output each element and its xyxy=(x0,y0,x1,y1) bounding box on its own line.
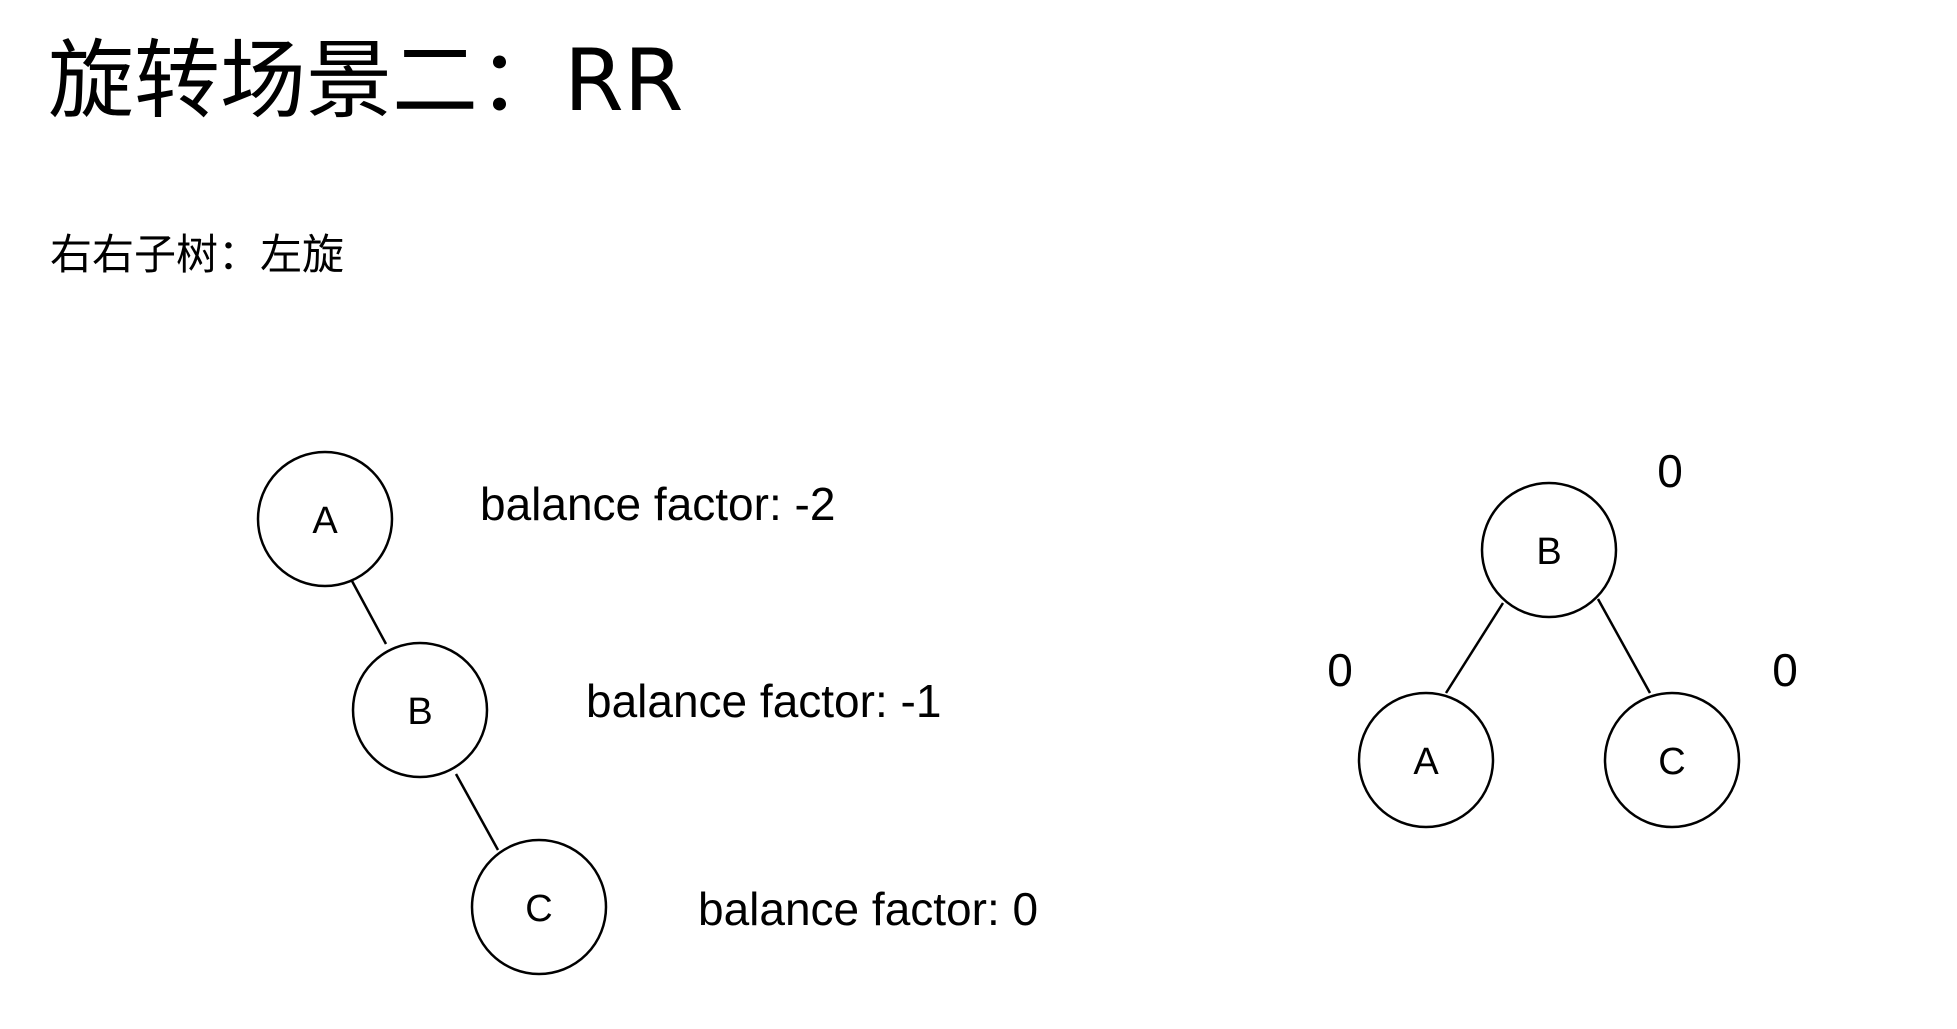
before-node-b: B xyxy=(351,641,489,779)
edge-a-b xyxy=(350,580,388,645)
after-node-a-label: A xyxy=(1413,741,1439,783)
page-title: 旋转场景二：RR xyxy=(48,31,684,131)
balance-factor-c: balance factor: 0 xyxy=(698,883,1038,935)
balance-factor-b-after: 0 xyxy=(1657,445,1683,497)
page-subtitle: 右右子树：左旋 xyxy=(50,230,345,279)
before-node-c: C xyxy=(470,838,608,976)
edge-b-a xyxy=(1444,602,1505,694)
after-tree: B A C 0 0 0 xyxy=(1327,445,1798,829)
edge-b-c-after xyxy=(1596,598,1652,694)
after-node-b-label: B xyxy=(1536,531,1561,573)
edge-b-c xyxy=(454,773,500,851)
balance-factor-a: balance factor: -2 xyxy=(480,478,835,530)
after-node-c-label: C xyxy=(1658,741,1685,783)
before-node-b-label: B xyxy=(407,691,432,733)
after-node-b: B xyxy=(1480,481,1618,619)
after-node-c: C xyxy=(1603,691,1741,829)
balance-factor-a-after: 0 xyxy=(1327,644,1353,696)
before-tree: A B C balance factor: -2 balance factor:… xyxy=(256,450,1038,976)
after-node-a: A xyxy=(1357,691,1495,829)
before-node-a-label: A xyxy=(312,500,338,542)
before-node-c-label: C xyxy=(525,888,552,930)
balance-factor-c-after: 0 xyxy=(1772,644,1798,696)
balance-factor-b: balance factor: -1 xyxy=(586,675,941,727)
before-node-a: A xyxy=(256,450,394,588)
